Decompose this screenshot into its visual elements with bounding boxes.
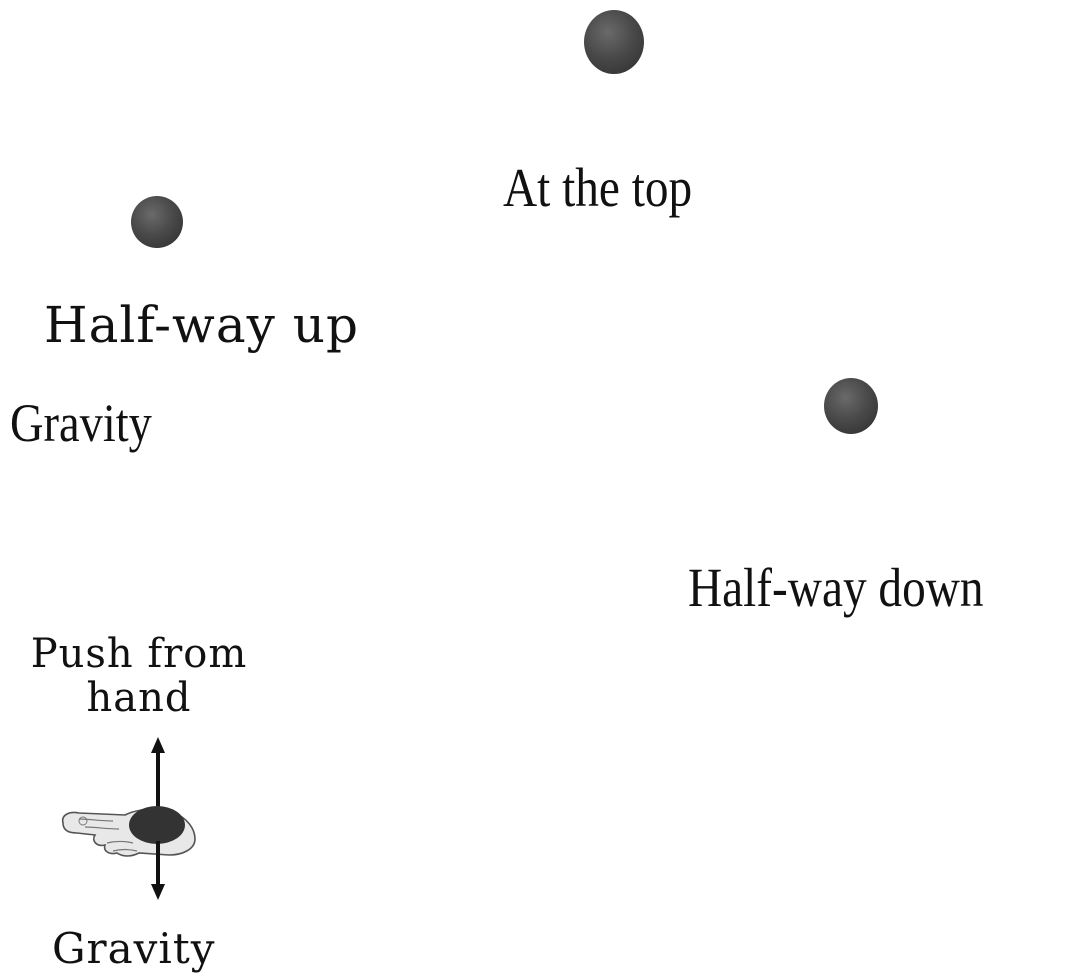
label-gravity-bottom: Gravity	[52, 924, 216, 973]
ball-half-way-up	[131, 196, 183, 248]
label-half-way-down: Half-way down	[688, 557, 984, 618]
gravity-arrow-head	[151, 884, 165, 900]
label-at-the-top: At the top	[503, 157, 693, 218]
ball-at-top	[584, 10, 644, 74]
push-arrow-head	[151, 737, 165, 753]
label-push-from-hand: Push from hand	[8, 632, 270, 720]
ball-in-hand	[129, 806, 185, 844]
push-label-line-2: hand	[86, 675, 192, 721]
ball-half-way-down	[824, 378, 878, 434]
hand-holding-ball-figure	[61, 737, 196, 900]
label-gravity-side: Gravity	[10, 393, 152, 453]
label-half-way-up: Half-way up	[44, 296, 359, 354]
push-label-line-1: Push from	[30, 631, 248, 677]
